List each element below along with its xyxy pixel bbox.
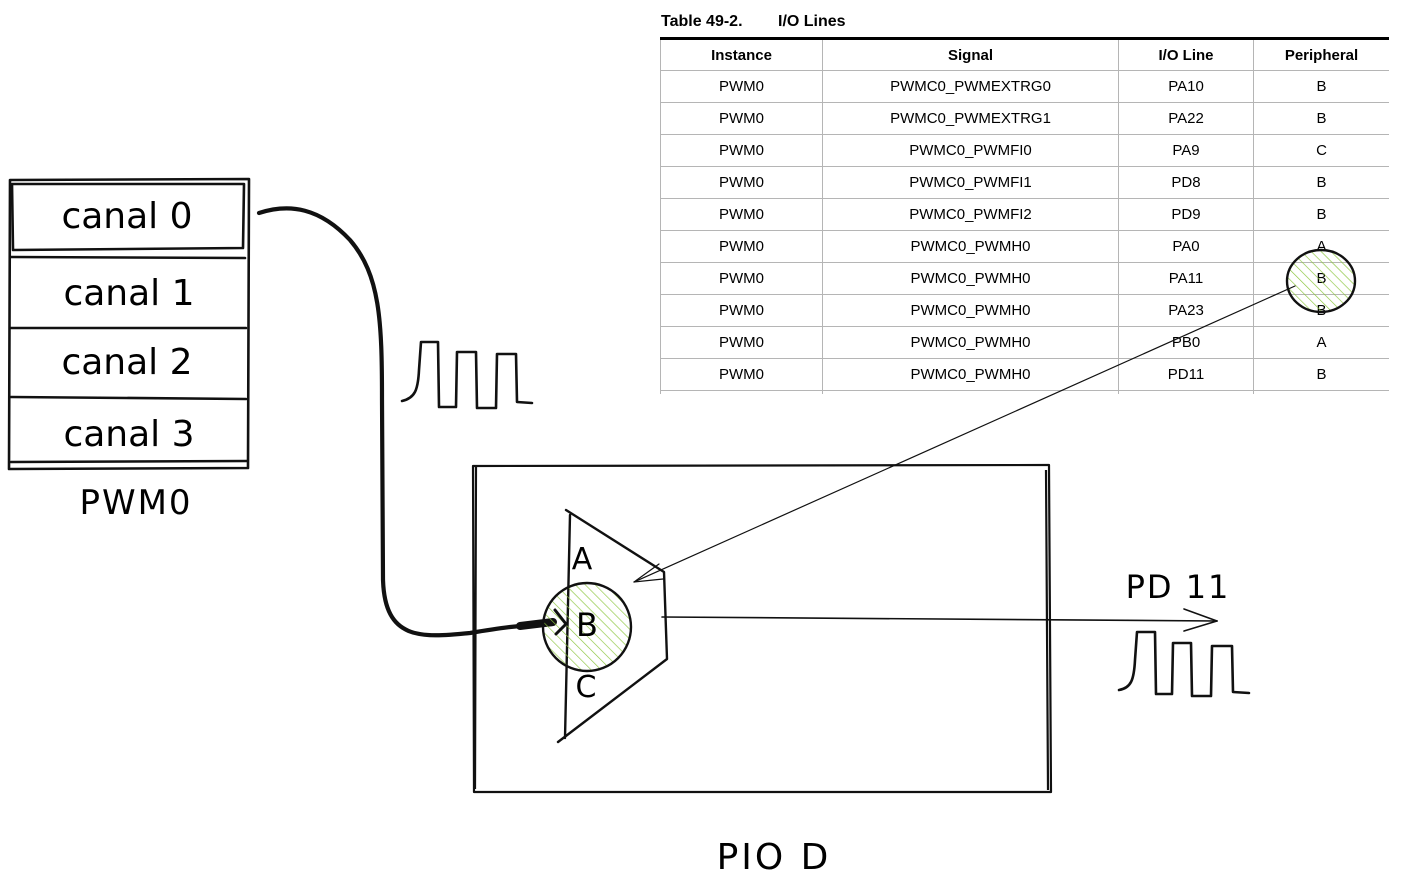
mux-input-c-label: C (576, 670, 597, 705)
column-header-peripheral: Peripheral (1253, 37, 1389, 71)
cell-instance: PWM0 (660, 294, 823, 327)
cell-io-line: PA23 (1118, 294, 1254, 327)
channel-2-label: canal 2 (61, 342, 192, 383)
output-square-wave-icon (1117, 630, 1251, 698)
table-caption-number: Table 49-2. (661, 13, 743, 30)
pio-d-block (471, 463, 1053, 794)
wire-junction-mark (553, 608, 569, 636)
pwm0-label: PWM0 (79, 483, 192, 523)
cell-instance: PWM0 (660, 262, 823, 295)
io-lines-table-container: Instance Signal I/O Line Peripheral PWM0… (660, 37, 1389, 394)
cell-instance: PWM0 (660, 70, 823, 103)
cell-io-line: PD8 (1118, 166, 1254, 199)
cell-signal: PWMC0_PWMFI0 (822, 134, 1119, 167)
cell-io-line: PA0 (1118, 230, 1254, 263)
table-selection-highlight (1285, 248, 1357, 314)
cell-signal: PWMC0_PWMH0 (822, 230, 1119, 263)
cell-signal: PWMC0_PWMH0 (822, 262, 1119, 295)
channel-1-label: canal 1 (63, 273, 194, 314)
cell-signal: PWMC0_PWMFI2 (822, 198, 1119, 231)
cell-instance: PWM0 (660, 102, 823, 135)
mux-selection-highlight (541, 581, 633, 673)
mux-input-a-label: A (572, 542, 593, 577)
cell-instance: PWM0 (660, 134, 823, 167)
cell-instance: PWM0 (660, 198, 823, 231)
cell-instance: PWM0 (660, 326, 823, 359)
output-pin-label: PD 11 (1126, 568, 1231, 606)
channel-3-label: canal 3 (63, 414, 194, 455)
cell-io-line: PD11 (1118, 358, 1254, 391)
output-arrow (661, 608, 1218, 632)
reference-arrow (633, 285, 1296, 583)
pio-d-label: PIO D (717, 837, 832, 878)
cell-peripheral: B (1253, 102, 1389, 135)
cell-peripheral: B (1253, 70, 1389, 103)
column-header-signal: Signal (822, 37, 1119, 71)
cell-io-line: PA11 (1118, 262, 1254, 295)
cell-io-line: PA9 (1118, 134, 1254, 167)
pwm0-block (7, 177, 251, 471)
cell-peripheral: B (1253, 198, 1389, 231)
table-header-row: Instance Signal I/O Line Peripheral (660, 37, 1389, 71)
column-header-io-line: I/O Line (1118, 37, 1254, 71)
cell-instance: PWM0 (660, 230, 823, 263)
channel-0-label: canal 0 (61, 196, 192, 237)
column-header-instance: Instance (660, 37, 823, 71)
cell-peripheral: B (1253, 358, 1389, 391)
cell-io-line: PD9 (1118, 198, 1254, 231)
cell-peripheral: B (1253, 166, 1389, 199)
cell-signal: PWMC0_PWMH0 (822, 326, 1119, 359)
cell-signal: PWMC0_PWMH0 (822, 294, 1119, 327)
table-caption-title: I/O Lines (778, 13, 846, 30)
mux-input-b-label: B (576, 606, 598, 644)
io-lines-table: Instance Signal I/O Line Peripheral PWM0… (660, 37, 1389, 394)
cell-peripheral: A (1253, 326, 1389, 359)
table-row-cut-off (660, 390, 1389, 394)
table-caption: Table 49-2. I/O Lines (661, 13, 846, 31)
cell-instance: PWM0 (660, 166, 823, 199)
square-wave-icon (400, 340, 534, 410)
cell-io-line: PB0 (1118, 326, 1254, 359)
cell-signal: PWMC0_PWMEXTRG0 (822, 70, 1119, 103)
cell-signal: PWMC0_PWMH0 (822, 358, 1119, 391)
cell-instance: PWM0 (660, 358, 823, 391)
cell-signal: PWMC0_PWMEXTRG1 (822, 102, 1119, 135)
pwm-signal-wire (256, 206, 555, 638)
cell-peripheral: C (1253, 134, 1389, 167)
cell-signal: PWMC0_PWMFI1 (822, 166, 1119, 199)
